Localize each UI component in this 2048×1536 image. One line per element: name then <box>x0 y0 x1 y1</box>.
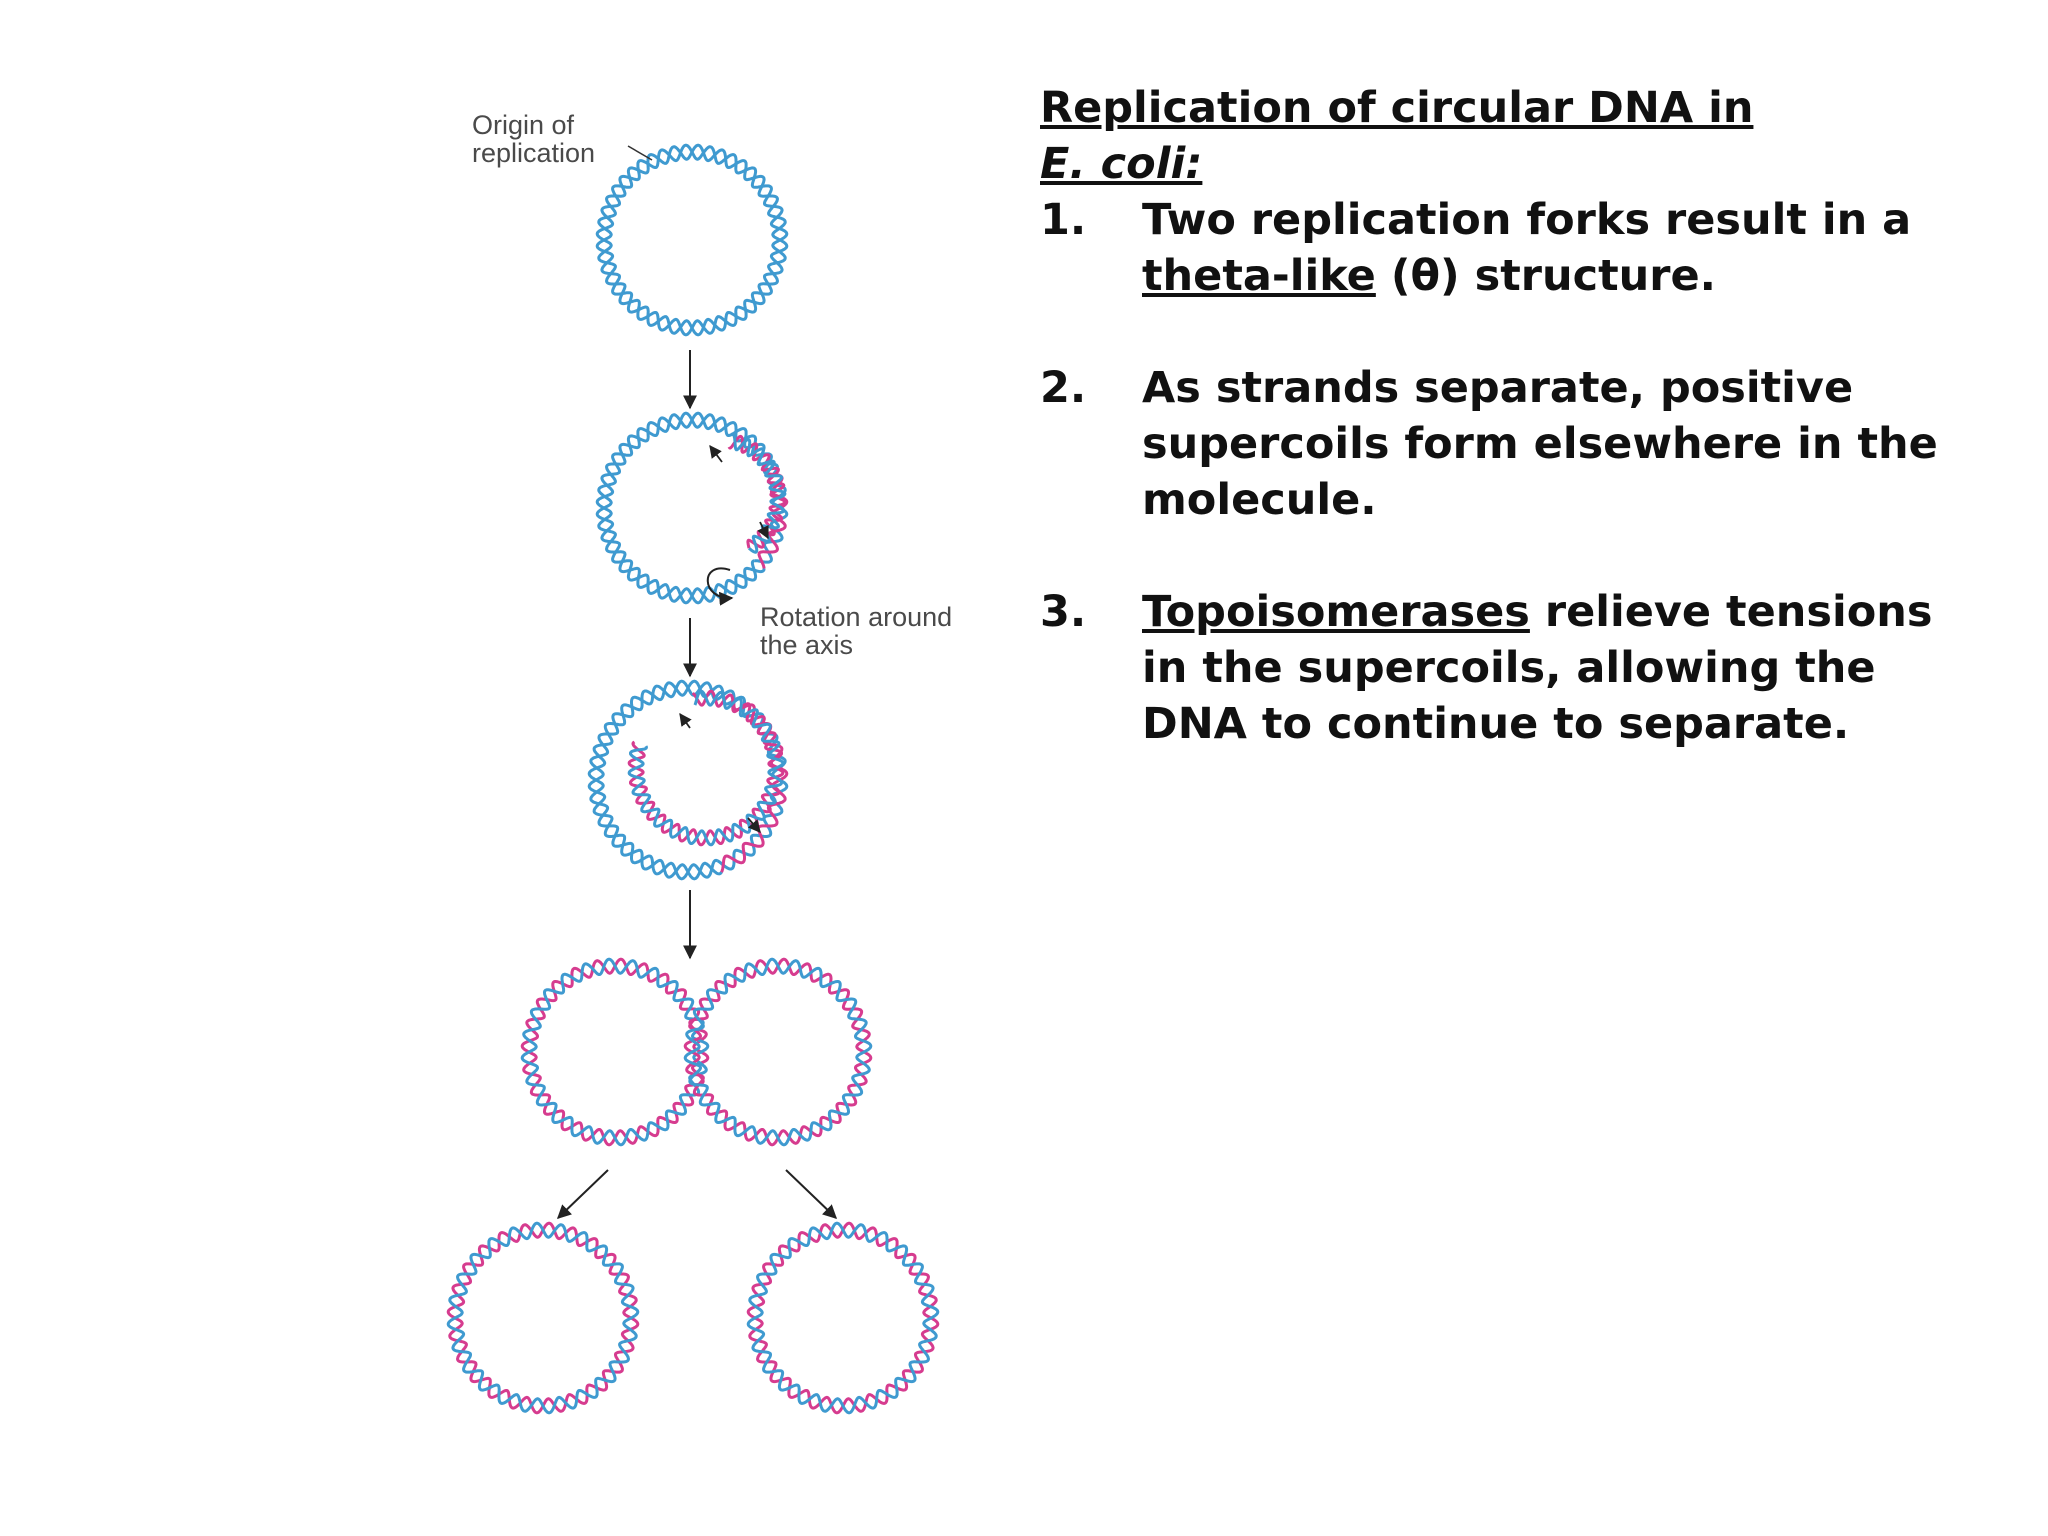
list-item-text: As strands separate, positive supercoils… <box>1142 360 1980 528</box>
rotation-arrow <box>706 567 734 606</box>
daughter-helix-right-strand-b <box>683 957 873 1147</box>
origin-label-line2: replication <box>472 138 595 168</box>
explanation-panel: Replication of circular DNA in E. coli: … <box>1040 80 1980 752</box>
parental-helix-strand-a <box>595 143 789 337</box>
daughter-helix-strand-a <box>446 1221 640 1415</box>
list-item: 1. Two replication forks result in a thet… <box>1040 192 1980 304</box>
fork-arrow <box>747 817 761 833</box>
arrow-to-right-daughter <box>785 1169 838 1219</box>
replicated-helix-inner-strand-b <box>627 689 785 847</box>
daughter-helix-strand-b <box>446 1221 640 1415</box>
parental-helix-strand-b <box>595 411 773 605</box>
stage-5-daughter-circle-right <box>746 1221 940 1415</box>
parental-helix-strand-b <box>595 143 789 337</box>
list-item-text-pre: Two replication forks result in a <box>1142 195 1912 245</box>
list-item: 2. As strands separate, positive supercoi… <box>1040 360 1980 528</box>
stage-5-daughter-circle-left <box>446 1221 640 1415</box>
stage-1-unreplicated-circle <box>595 143 789 337</box>
rotation-label-line2: the axis <box>760 630 853 660</box>
list-item-text: Two replication forks result in a theta-… <box>1142 192 1980 304</box>
list-item-number: 1. <box>1040 195 1087 245</box>
daughter-helix-right-strand-a <box>683 957 873 1147</box>
fork-arrow <box>679 712 692 729</box>
numbered-list: 1. Two replication forks result in a thet… <box>1040 192 1980 752</box>
daughter-helix-strand-a <box>746 1221 940 1415</box>
list-item-underlined-term: Topoisomerases <box>1142 587 1530 637</box>
rotation-label-line1: Rotation around <box>760 602 952 632</box>
origin-label-line1: Origin of <box>472 110 575 140</box>
title-species: E. coli: <box>1040 139 1203 189</box>
daughter-helix-strand-b <box>746 1221 940 1415</box>
list-item: 3. Topoisomerases relieve tensions in the… <box>1040 584 1980 752</box>
stage-3-advanced-replication <box>587 679 789 881</box>
list-item-number: 2. <box>1040 363 1087 413</box>
list-item-underlined-term: theta-like <box>1142 251 1376 301</box>
parental-helix-strand-b <box>587 679 736 881</box>
slide-title: Replication of circular DNA in E. coli: <box>1040 80 1980 192</box>
list-item-text-post: (θ) structure. <box>1375 251 1716 301</box>
fork-arrow <box>757 521 769 540</box>
list-item-text-pre: As strands separate, positive supercoils… <box>1142 363 1938 525</box>
list-item-text: Topoisomerases relieve tensions in the s… <box>1142 584 1980 752</box>
title-text: Replication of circular DNA in <box>1040 83 1754 133</box>
stage-4-daughter-circles-joined <box>520 957 873 1147</box>
daughter-helix-left-strand-a <box>520 957 710 1147</box>
daughter-helix-left-strand-b <box>520 957 710 1147</box>
origin-pointer <box>627 145 653 161</box>
arrow-to-left-daughter <box>556 1169 609 1219</box>
fork-arrow <box>709 444 723 463</box>
stage-2-theta-structure <box>595 411 789 605</box>
list-item-text-post: relieve tensions in the supercoils, allo… <box>1142 587 1933 749</box>
parental-helix-strand-a <box>587 679 735 881</box>
list-item-number: 3. <box>1040 587 1087 637</box>
